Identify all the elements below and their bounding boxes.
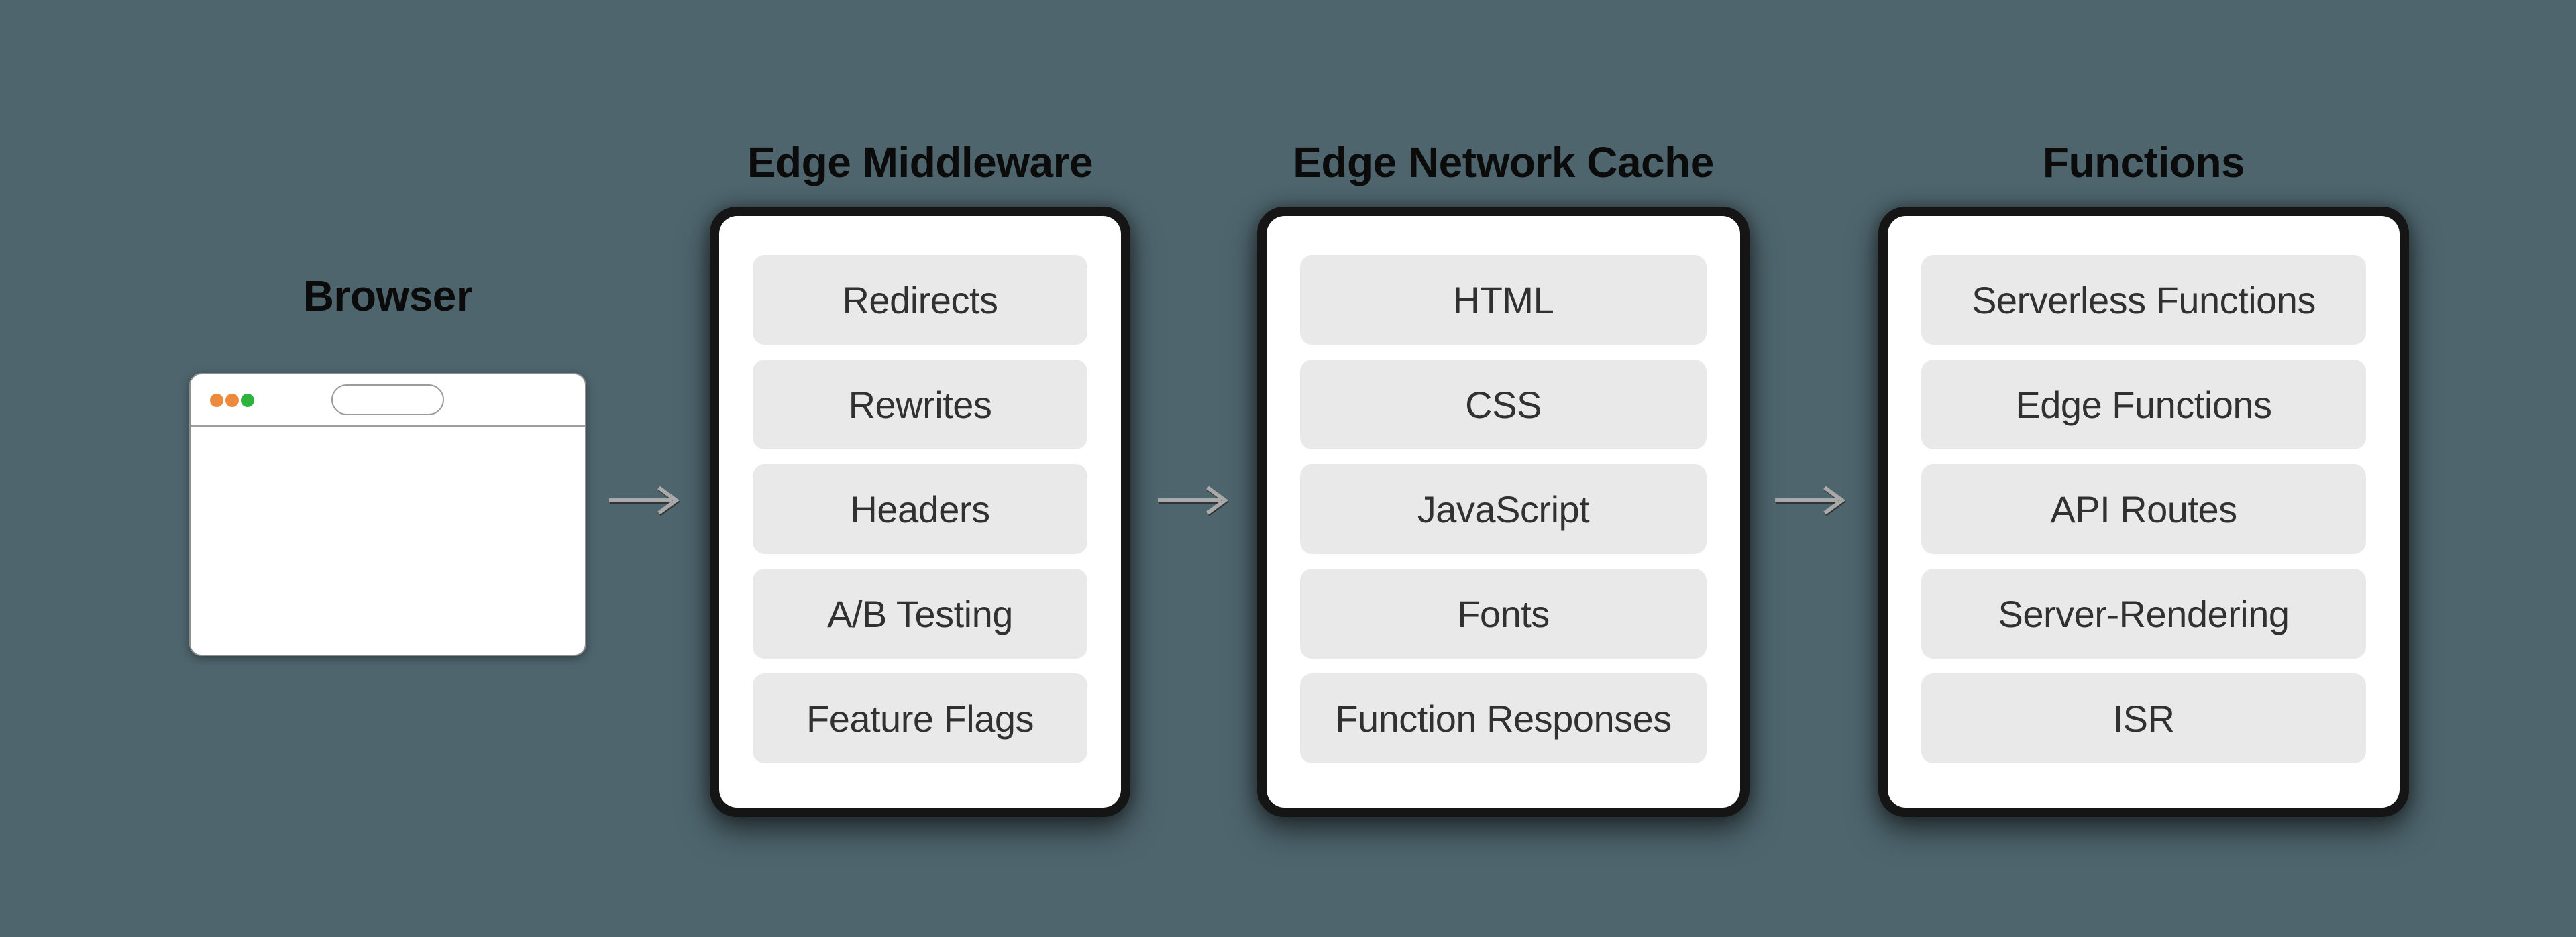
browser-toolbar (191, 374, 585, 427)
list-item: A/B Testing (753, 569, 1087, 659)
panel-edge-network-cache: HTML CSS JavaScript Fonts Function Respo… (1257, 207, 1750, 817)
panel-surface: Redirects Rewrites Headers A/B Testing F… (719, 216, 1121, 808)
panel-surface: Serverless Functions Edge Functions API … (1888, 216, 2400, 808)
panel-edge-middleware: Redirects Rewrites Headers A/B Testing F… (710, 207, 1130, 817)
list-item: Redirects (753, 255, 1087, 345)
url-bar (331, 384, 444, 415)
panel-title-edge-middleware: Edge Middleware (747, 138, 1093, 186)
list-item: Feature Flags (753, 673, 1087, 763)
list-item: Serverless Functions (1921, 255, 2366, 345)
traffic-light-icon (225, 394, 239, 407)
list-item: Headers (753, 464, 1087, 554)
browser-title: Browser (303, 272, 473, 320)
list-item: API Routes (1921, 464, 2366, 554)
list-item: Rewrites (753, 360, 1087, 449)
list-item: CSS (1300, 360, 1707, 449)
traffic-light-icon (241, 394, 254, 407)
list-item: ISR (1921, 673, 2366, 763)
flow-arrow-icon (1775, 486, 1846, 515)
panel-title-functions: Functions (2042, 138, 2245, 186)
panel-title-edge-network-cache: Edge Network Cache (1293, 138, 1714, 186)
list-item: JavaScript (1300, 464, 1707, 554)
list-item: Fonts (1300, 569, 1707, 659)
list-item: Function Responses (1300, 673, 1707, 763)
list-item: Edge Functions (1921, 360, 2366, 449)
list-item: Server-Rendering (1921, 569, 2366, 659)
panel-surface: HTML CSS JavaScript Fonts Function Respo… (1267, 216, 1740, 808)
flow-arrow-icon (609, 486, 680, 515)
list-item: HTML (1300, 255, 1707, 345)
traffic-light-icon (210, 394, 223, 407)
panel-functions: Serverless Functions Edge Functions API … (1878, 207, 2409, 817)
browser-window (189, 373, 586, 656)
flow-arrow-icon (1158, 486, 1229, 515)
